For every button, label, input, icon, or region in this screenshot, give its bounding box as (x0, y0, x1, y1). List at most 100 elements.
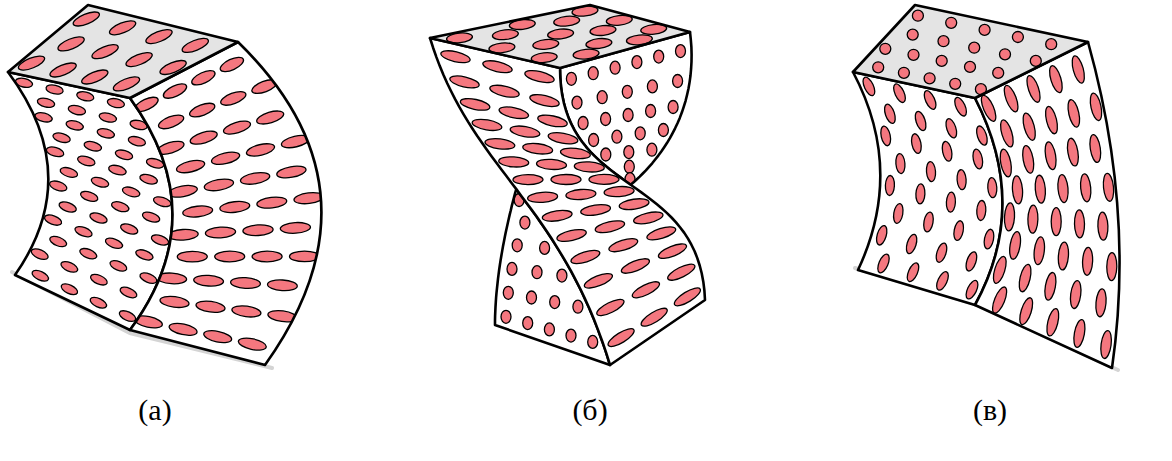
molecule (1088, 134, 1102, 163)
molecule (673, 75, 683, 88)
molecule (907, 29, 918, 40)
molecule (633, 210, 664, 226)
molecule (60, 282, 80, 297)
molecule (610, 61, 620, 74)
molecule (276, 164, 307, 180)
molecule (240, 171, 271, 187)
molecule (76, 154, 96, 167)
cell-edge (430, 5, 690, 68)
molecule (527, 191, 558, 203)
molecule (873, 62, 884, 73)
cell-edge (853, 5, 1088, 98)
cell-edge (130, 42, 321, 365)
cell-edge (560, 32, 692, 185)
molecule (950, 78, 961, 89)
molecule (1045, 308, 1061, 338)
molecule (987, 177, 997, 198)
molecule (152, 195, 172, 209)
molecule (1095, 288, 1107, 317)
molecule (880, 43, 891, 54)
molecule (218, 54, 245, 74)
molecule (654, 50, 664, 63)
molecule (219, 200, 250, 214)
molecule (578, 117, 588, 130)
molecule (936, 55, 947, 66)
molecule (215, 251, 245, 262)
molecule (623, 109, 633, 122)
molecule (31, 268, 51, 283)
molecule (89, 295, 109, 310)
molecule (922, 89, 939, 111)
molecule (619, 197, 650, 211)
molecule (522, 142, 553, 156)
molecule (96, 127, 115, 140)
molecule (245, 141, 275, 158)
cell-edge (8, 5, 238, 98)
molecule (114, 148, 133, 161)
cell-face (8, 5, 238, 98)
molecule (1082, 247, 1093, 275)
molecule (168, 321, 198, 337)
molecule (879, 125, 892, 146)
molecule (1043, 272, 1058, 301)
molecule (67, 104, 86, 116)
molecule (133, 314, 163, 330)
molecule (1011, 176, 1023, 205)
molecule (573, 300, 583, 313)
molecule (1008, 231, 1022, 260)
molecule (589, 134, 599, 147)
molecule (895, 153, 906, 174)
molecule (607, 236, 639, 254)
molecule (110, 200, 130, 214)
molecule (48, 234, 68, 249)
molecule (1066, 99, 1082, 129)
molecule (589, 174, 619, 184)
molecule (520, 216, 530, 229)
molecule (1069, 280, 1083, 309)
molecule-group (566, 45, 685, 186)
molecule (489, 83, 520, 100)
molecule (908, 49, 919, 60)
molecule (590, 24, 617, 36)
molecule (121, 185, 141, 199)
molecule (622, 85, 632, 98)
molecule (1043, 105, 1059, 135)
molecule (127, 135, 146, 148)
molecule (550, 296, 560, 309)
molecule (1000, 49, 1011, 60)
molecule (922, 211, 934, 232)
molecule (193, 274, 223, 286)
molecule (48, 179, 68, 193)
molecule (938, 36, 949, 47)
molecule (141, 210, 161, 224)
molecule (885, 175, 895, 195)
molecule (512, 239, 522, 252)
molecule (267, 279, 297, 291)
molecule-group (978, 55, 1117, 359)
panel-label: (а) (138, 395, 171, 425)
molecule (252, 251, 282, 262)
molecule (237, 336, 267, 352)
molecule (74, 224, 94, 238)
molecule (604, 185, 635, 197)
molecule (585, 37, 612, 49)
molecule (133, 94, 160, 114)
molecule (89, 272, 109, 287)
molecule (1046, 39, 1057, 50)
molecule (109, 259, 129, 274)
molecule (243, 224, 274, 236)
molecule (45, 83, 64, 95)
molecule (219, 89, 248, 108)
molecule (969, 42, 980, 53)
molecule (588, 335, 598, 348)
molecule (540, 241, 550, 254)
molecule (108, 18, 138, 38)
molecule (542, 209, 573, 223)
molecule (875, 224, 889, 246)
molecule (532, 266, 542, 279)
molecule (1017, 263, 1033, 293)
molecule (580, 203, 611, 217)
molecule (89, 211, 109, 225)
molecule-group (440, 48, 703, 349)
molecule (657, 241, 689, 261)
